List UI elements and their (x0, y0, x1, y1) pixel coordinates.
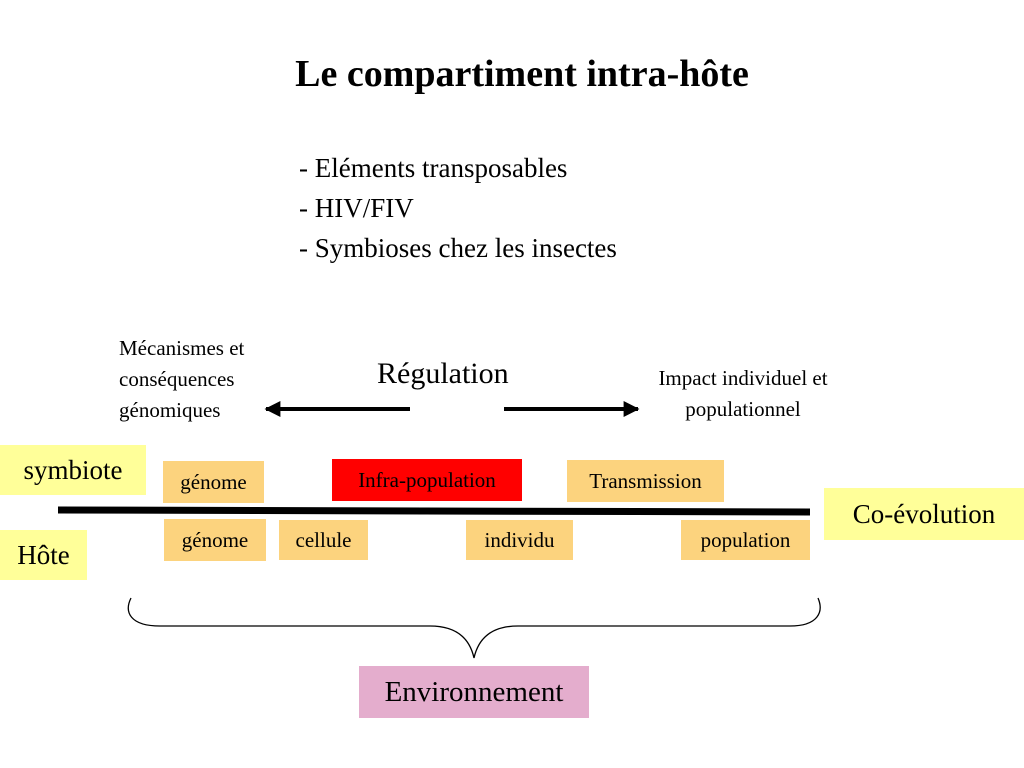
right-annotation-line: populationnel (685, 397, 801, 421)
separator-line (57, 506, 811, 516)
coevolution-label: Co-évolution (824, 488, 1024, 540)
left-annotation-line: génomiques (119, 398, 221, 422)
environment-box: Environnement (359, 666, 589, 718)
topic-item: - HIV/FIV (299, 193, 414, 223)
slide-title: Le compartiment intra-hôte (295, 53, 749, 95)
right-annotation: Impact individuel et populationnel (628, 363, 858, 425)
right-annotation-line: Impact individuel et (658, 366, 828, 390)
symbiote-genome-box: génome (163, 461, 264, 503)
transmission-box: Transmission (567, 460, 724, 502)
cellule-box: cellule (279, 520, 368, 560)
topic-item: - Symbioses chez les insectes (299, 233, 617, 263)
symbiote-label: symbiote (0, 445, 146, 495)
population-box: population (681, 520, 810, 560)
regulation-label: Régulation (377, 357, 509, 390)
individu-box: individu (466, 520, 573, 560)
host-genome-box: génome (164, 519, 266, 561)
left-annotation-line: conséquences (119, 367, 235, 391)
infra-population-box: Infra-population (332, 459, 522, 501)
host-label: Hôte (0, 530, 87, 580)
environment-brace (127, 597, 821, 659)
topic-item: - Eléments transposables (299, 153, 568, 183)
topic-list: - Eléments transposables - HIV/FIV - Sym… (299, 148, 617, 268)
left-annotation: Mécanismes et conséquences génomiques (119, 333, 244, 426)
left-annotation-line: Mécanismes et (119, 336, 245, 360)
